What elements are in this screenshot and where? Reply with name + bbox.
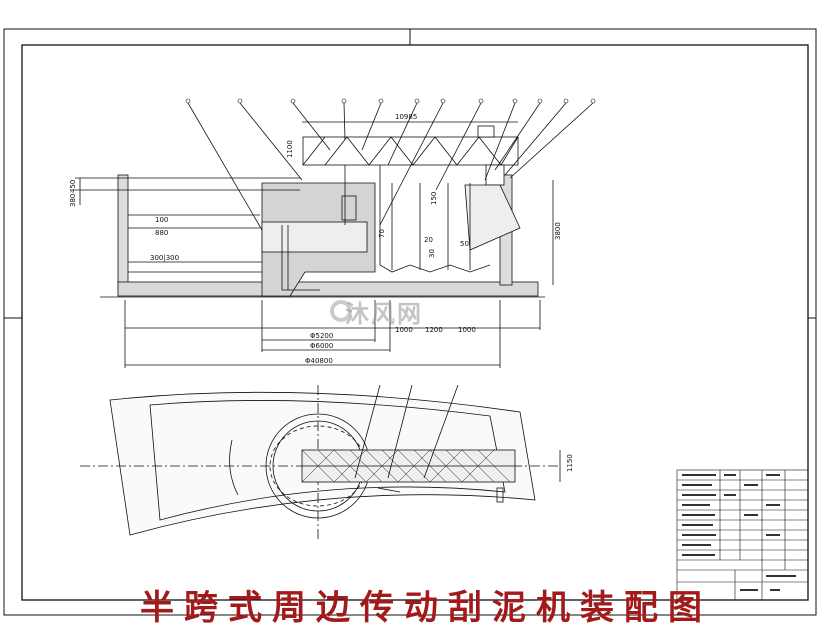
dim-pipe: 150: [430, 192, 438, 205]
section-view: [75, 102, 594, 368]
plan-view: [80, 384, 561, 540]
dim-1000b: 1000: [458, 326, 476, 334]
dim-1000: 1000: [395, 326, 413, 334]
dim-overall: Φ40800: [305, 357, 333, 365]
watermark-text: 沐风网: [345, 300, 423, 328]
dim-30: 30: [428, 249, 436, 258]
dim-weir: 100: [155, 216, 168, 224]
title-block: [676, 469, 809, 601]
dim-wall: 300|300: [150, 254, 179, 262]
drawing-title: 半跨式周边传动刮泥机装配图: [140, 588, 712, 628]
dim-depth-right: 3800: [554, 222, 562, 240]
dim-50: 50: [460, 240, 469, 248]
dim-1200: 1200: [425, 326, 443, 334]
dim-depth-left: 880: [155, 229, 168, 237]
dim-bridge-height: 1100: [286, 140, 294, 158]
dim-70: 70: [378, 229, 386, 238]
dim-water-left2: 380: [69, 194, 77, 207]
logo-icon: [330, 300, 352, 322]
dim-inner: 20: [424, 236, 433, 244]
dim-span-top: 10985: [395, 113, 417, 121]
centering-marks: [4, 29, 816, 319]
title-block-fill: [682, 474, 796, 591]
dim-base2: Φ6000: [310, 342, 333, 350]
inner-frame: [21, 44, 809, 601]
dim-plan-width: 1150: [566, 454, 574, 472]
dim-base1: Φ5200: [310, 332, 333, 340]
dim-water-left: 450: [69, 180, 77, 193]
part-balloons: [185, 98, 596, 104]
